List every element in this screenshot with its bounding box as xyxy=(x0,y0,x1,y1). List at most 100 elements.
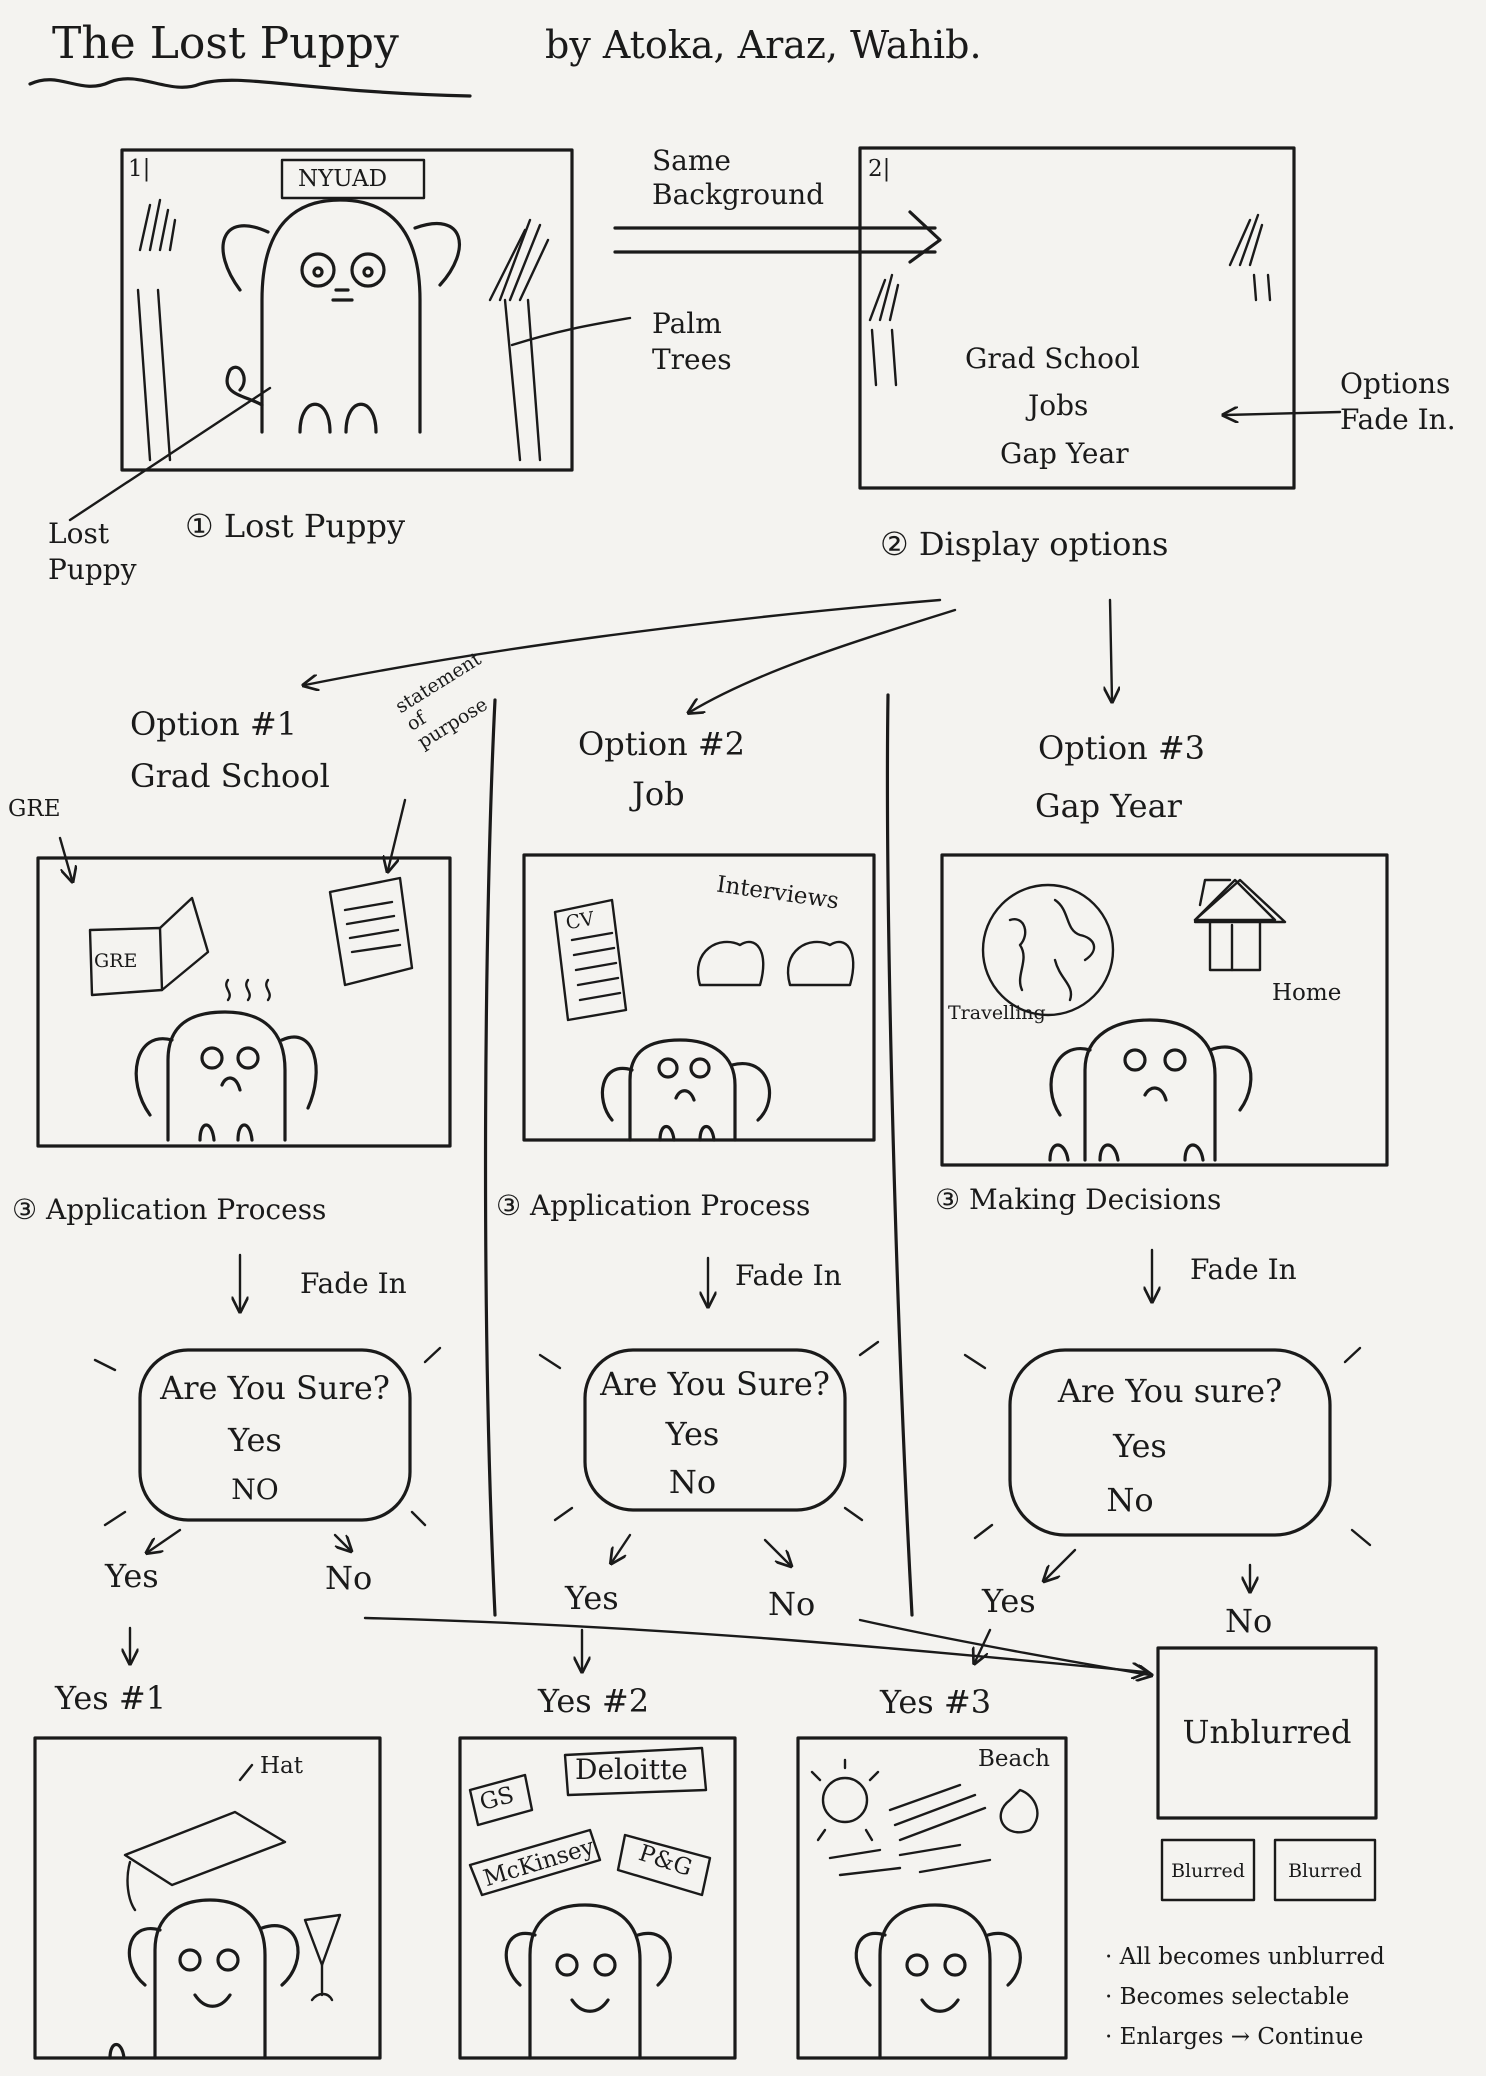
option-1-yes: Yes xyxy=(105,1557,159,1595)
dialog-box-2 xyxy=(583,1348,847,1512)
no-to-unblurred-arrow-2 xyxy=(858,1618,1150,1675)
lost-puppy-leader xyxy=(68,386,272,522)
option-grad-school: Grad School xyxy=(965,342,1140,375)
note-all-unblurred: · All becomes unblurred xyxy=(1105,1944,1385,1970)
gre-arrow xyxy=(58,836,72,880)
gre-arrow-label: GRE xyxy=(8,796,61,822)
panel-2-frame xyxy=(858,146,1296,490)
dialog-3-question: Are You sure? xyxy=(1057,1372,1283,1410)
option-1-step: ③ Application Process xyxy=(12,1193,327,1226)
option-jobs: Jobs xyxy=(1028,389,1089,422)
result-3-label: Yes #3 xyxy=(880,1683,992,1721)
dialog-3-no[interactable]: No xyxy=(1106,1481,1154,1519)
panel-2-palm-right xyxy=(1228,213,1272,302)
stress-marks xyxy=(225,978,271,1002)
option-1-frame xyxy=(36,856,452,1148)
statement-paper-drawing xyxy=(328,876,414,987)
note-enlarges: · Enlarges → Continue xyxy=(1105,2024,1364,2050)
option-3-puppy xyxy=(1048,1018,1253,1162)
option-2-yes-arrow xyxy=(612,1533,632,1562)
result-2-puppy xyxy=(504,1903,672,2060)
unblurred-label[interactable]: Unblurred xyxy=(1182,1713,1352,1751)
option-2-no-arrow xyxy=(763,1538,790,1565)
palm-tree-left xyxy=(136,198,177,462)
title-underline xyxy=(28,77,472,98)
option-1-yes-arrow xyxy=(148,1528,182,1552)
option-gap-year: Gap Year xyxy=(1000,437,1129,470)
option-3-no: No xyxy=(1225,1602,1273,1640)
beach-label: Beach xyxy=(978,1746,1050,1772)
option-3-heading: Option #3 xyxy=(1038,729,1206,767)
arrow-to-option-2 xyxy=(690,608,957,712)
option-1-no: No xyxy=(325,1559,373,1597)
option-3-frame xyxy=(940,853,1389,1167)
result-2-frame xyxy=(458,1736,737,2060)
hat-label: Hat xyxy=(260,1753,304,1779)
travelling-label: Travelling xyxy=(948,1002,1046,1024)
graduation-hat-drawing xyxy=(123,1810,287,1912)
dialog-1-no[interactable]: NO xyxy=(231,1473,279,1506)
no-to-unblurred-arrow-1 xyxy=(363,1616,1145,1672)
statement-arrow xyxy=(388,798,407,870)
option-2-heading: Option #2 xyxy=(578,725,746,763)
arrow-to-option-1 xyxy=(305,598,942,685)
panel-2-number: 2| xyxy=(868,156,891,182)
option-1-subheading: Grad School xyxy=(130,757,330,795)
gre-book-drawing xyxy=(88,896,210,997)
home-drawing xyxy=(1193,878,1287,972)
column-divider-1 xyxy=(483,698,497,1617)
cv-document-drawing xyxy=(553,898,628,1022)
blurred-label-2: Blurred xyxy=(1288,1860,1362,1882)
result-1-puppy xyxy=(108,1898,300,2060)
result-1-label: Yes #1 xyxy=(55,1679,167,1717)
same-background-note: Same Background xyxy=(652,144,825,211)
option-1-puppy xyxy=(134,1010,318,1142)
dialog-3-yes[interactable]: Yes xyxy=(1113,1427,1167,1465)
dialog-box-3 xyxy=(1008,1348,1332,1537)
note-selectable: · Becomes selectable xyxy=(1105,1984,1350,2010)
option-3-step: ③ Making Decisions xyxy=(935,1183,1222,1216)
storyboard-title: The Lost Puppy xyxy=(52,18,399,69)
panel-1-number: 1| xyxy=(128,156,151,182)
nyuad-sign-frame xyxy=(280,158,426,200)
dialog-1-yes[interactable]: Yes xyxy=(228,1421,282,1459)
hat-arrow xyxy=(238,1763,254,1782)
dialog-2-yes[interactable]: Yes xyxy=(665,1415,720,1453)
blurred-label-1: Blurred xyxy=(1171,1860,1245,1882)
option-2-step: ③ Application Process xyxy=(496,1189,811,1222)
blurred-frame-1 xyxy=(1160,1838,1256,1902)
panel-1-frame xyxy=(120,148,574,472)
option-2-subheading: Job xyxy=(632,775,685,813)
champagne-glass-drawing xyxy=(303,1913,342,2002)
option-2-puppy xyxy=(600,1038,772,1142)
option-2-yes: Yes xyxy=(565,1579,619,1617)
option-3-subheading: Gap Year xyxy=(1035,787,1182,825)
option-3-fade: Fade In xyxy=(1190,1253,1297,1286)
dialog-1-question: Are You Sure? xyxy=(160,1369,390,1407)
sun-drawing xyxy=(810,1758,880,1842)
palm-tree-right xyxy=(488,218,550,462)
option-1-no-arrow xyxy=(333,1533,350,1550)
option-2-no: No xyxy=(768,1585,816,1623)
panel-2-palm-left xyxy=(868,273,900,387)
beach-waves-drawing xyxy=(828,1783,1039,1877)
result-1-frame xyxy=(33,1736,382,2060)
dialog-2-no[interactable]: No xyxy=(668,1463,717,1501)
gre-book-label: GRE xyxy=(94,950,138,972)
result-3-puppy xyxy=(854,1903,1022,2060)
option-3-yes: Yes xyxy=(982,1582,1036,1620)
dialog-2-question: Are You Sure? xyxy=(600,1365,830,1403)
option-1-fade: Fade In xyxy=(300,1267,407,1300)
option-3-yes-arrow xyxy=(1045,1548,1077,1580)
blurred-frame-2 xyxy=(1273,1838,1377,1902)
result-3-frame xyxy=(796,1736,1068,2060)
lost-puppy-drawing xyxy=(221,198,461,434)
logo-deloitte: Deloitte xyxy=(575,1753,688,1786)
options-fade-arrow xyxy=(1225,412,1342,415)
arrow-to-option-3 xyxy=(1110,598,1112,700)
interview-puppies-drawing xyxy=(696,940,855,987)
home-label: Home xyxy=(1272,980,1342,1006)
cv-label: CV xyxy=(564,907,596,935)
